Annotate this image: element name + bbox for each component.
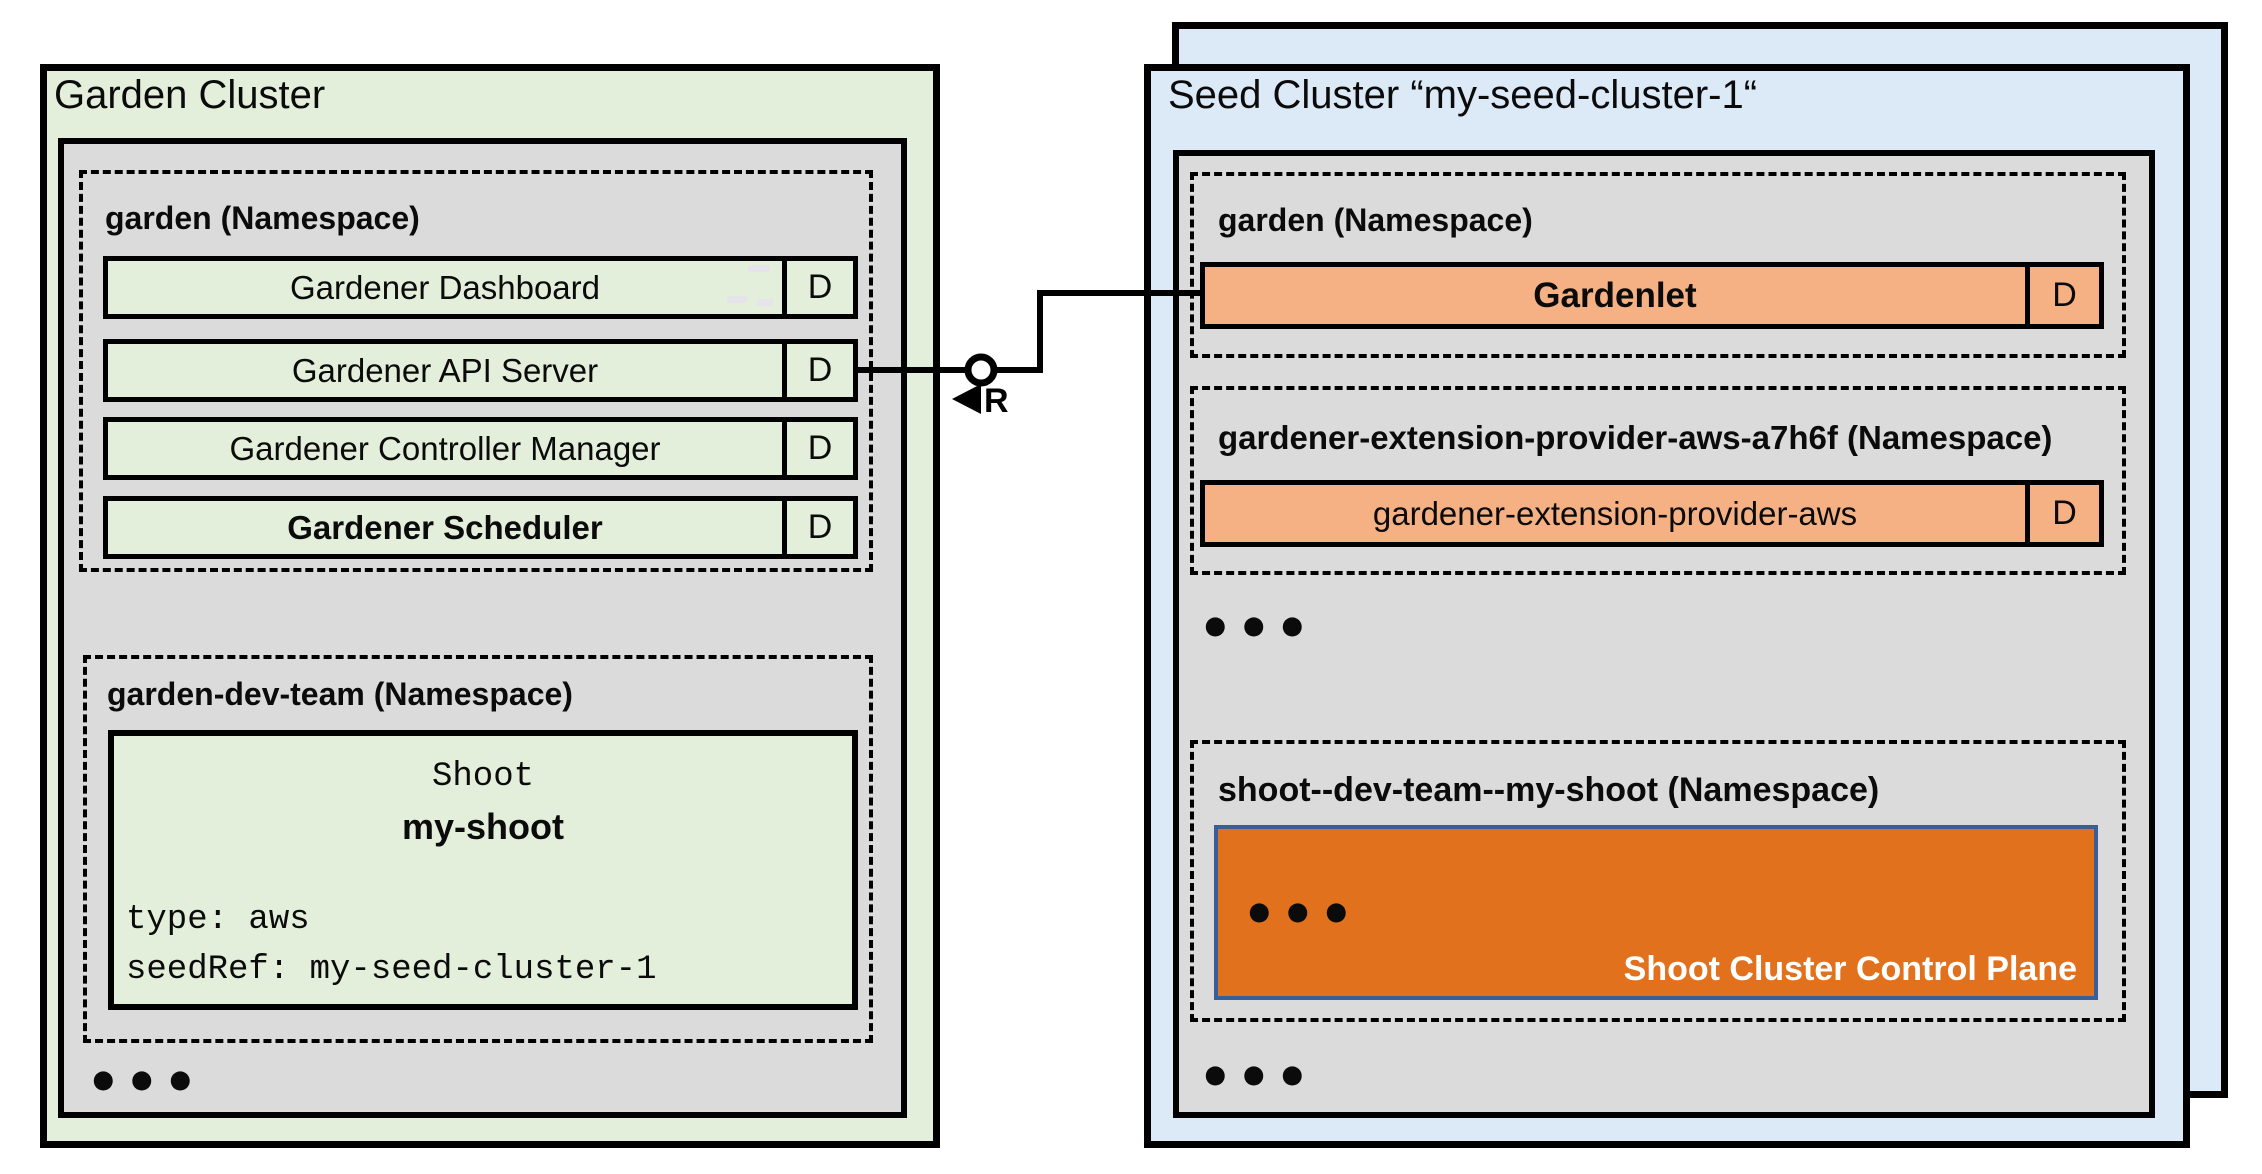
garden-dev-team-namespace-box [83, 655, 873, 1043]
shoot-cluster-control-plane-box [1214, 825, 2098, 1000]
garden-cluster-more-ellipsis: ••• [86, 1051, 202, 1114]
deployment-name: gardener-extension-provider-aws [1372, 494, 1858, 532]
shoot-namespace-box [1190, 740, 2126, 1022]
deployment-kind-badge: D [782, 422, 853, 475]
extension-namespace-label: gardener-extension-provider-aws-a7h6f (N… [1218, 419, 2053, 456]
artifact-mark [727, 296, 747, 303]
shoot-kind: Shoot [431, 758, 535, 796]
deployment-row-gardener-scheduler: Gardener Scheduler D [103, 496, 858, 559]
deployment-row-gardener-controller-manager: Gardener Controller Manager D [103, 417, 858, 480]
shoot-resource-card: Shoot my-shoot type: aws seedRef: my-see… [108, 730, 858, 1010]
arrowhead-left-icon [952, 384, 981, 414]
garden-namespace-label: garden (Namespace) [105, 200, 420, 236]
seed-garden-namespace-label: garden (Namespace) [1218, 202, 1533, 238]
deployment-row-gardener-extension-provider-aws: gardener-extension-provider-aws D [1200, 480, 2104, 547]
control-plane-more-ellipsis: ••• [1242, 883, 1358, 946]
shoot-spec-type: type: aws [126, 901, 310, 939]
interface-circle [964, 353, 998, 387]
connector-label: R [984, 382, 1009, 420]
deployment-kind-badge: D [782, 501, 853, 554]
extension-namespace-box [1190, 386, 2126, 575]
deployment-row-gardener-dashboard: Gardener Dashboard D [103, 256, 858, 319]
deployment-name: Gardener Scheduler [287, 508, 603, 546]
seed-cluster-more-ellipsis: ••• [1198, 1046, 1314, 1109]
deployment-row-gardenlet: Gardenlet D [1200, 262, 2104, 329]
shoot-spec-seedref: seedRef: my-seed-cluster-1 [126, 951, 657, 989]
seed-garden-namespace-box [1190, 172, 2126, 358]
deployment-kind-badge: D [2025, 485, 2099, 542]
seed-cluster-title: Seed Cluster “my-seed-cluster-1“ [1168, 73, 1758, 117]
deployment-name: Gardener Dashboard [289, 268, 601, 306]
shoot-name: my-shoot [402, 806, 564, 847]
garden-dev-team-namespace-label: garden-dev-team (Namespace) [107, 676, 573, 712]
deployment-kind-badge: D [782, 344, 853, 397]
artifact-mark [748, 265, 770, 272]
deployment-kind-badge: D [2025, 267, 2099, 324]
artifact-mark [757, 299, 773, 306]
deployment-name: Gardenlet [1533, 275, 1697, 315]
deployment-row-gardener-api-server: Gardener API Server D [103, 339, 858, 402]
deployment-name: Gardener Controller Manager [229, 429, 661, 467]
seed-more-namespaces-ellipsis: ••• [1198, 597, 1314, 660]
control-plane-label: Shoot Cluster Control Plane [1623, 950, 2077, 988]
garden-cluster-title: Garden Cluster [54, 73, 326, 117]
deployment-name: Gardener API Server [291, 351, 599, 389]
deployment-kind-badge: D [782, 261, 853, 314]
shoot-namespace-label: shoot--dev-team--my-shoot (Namespace) [1218, 771, 1880, 809]
